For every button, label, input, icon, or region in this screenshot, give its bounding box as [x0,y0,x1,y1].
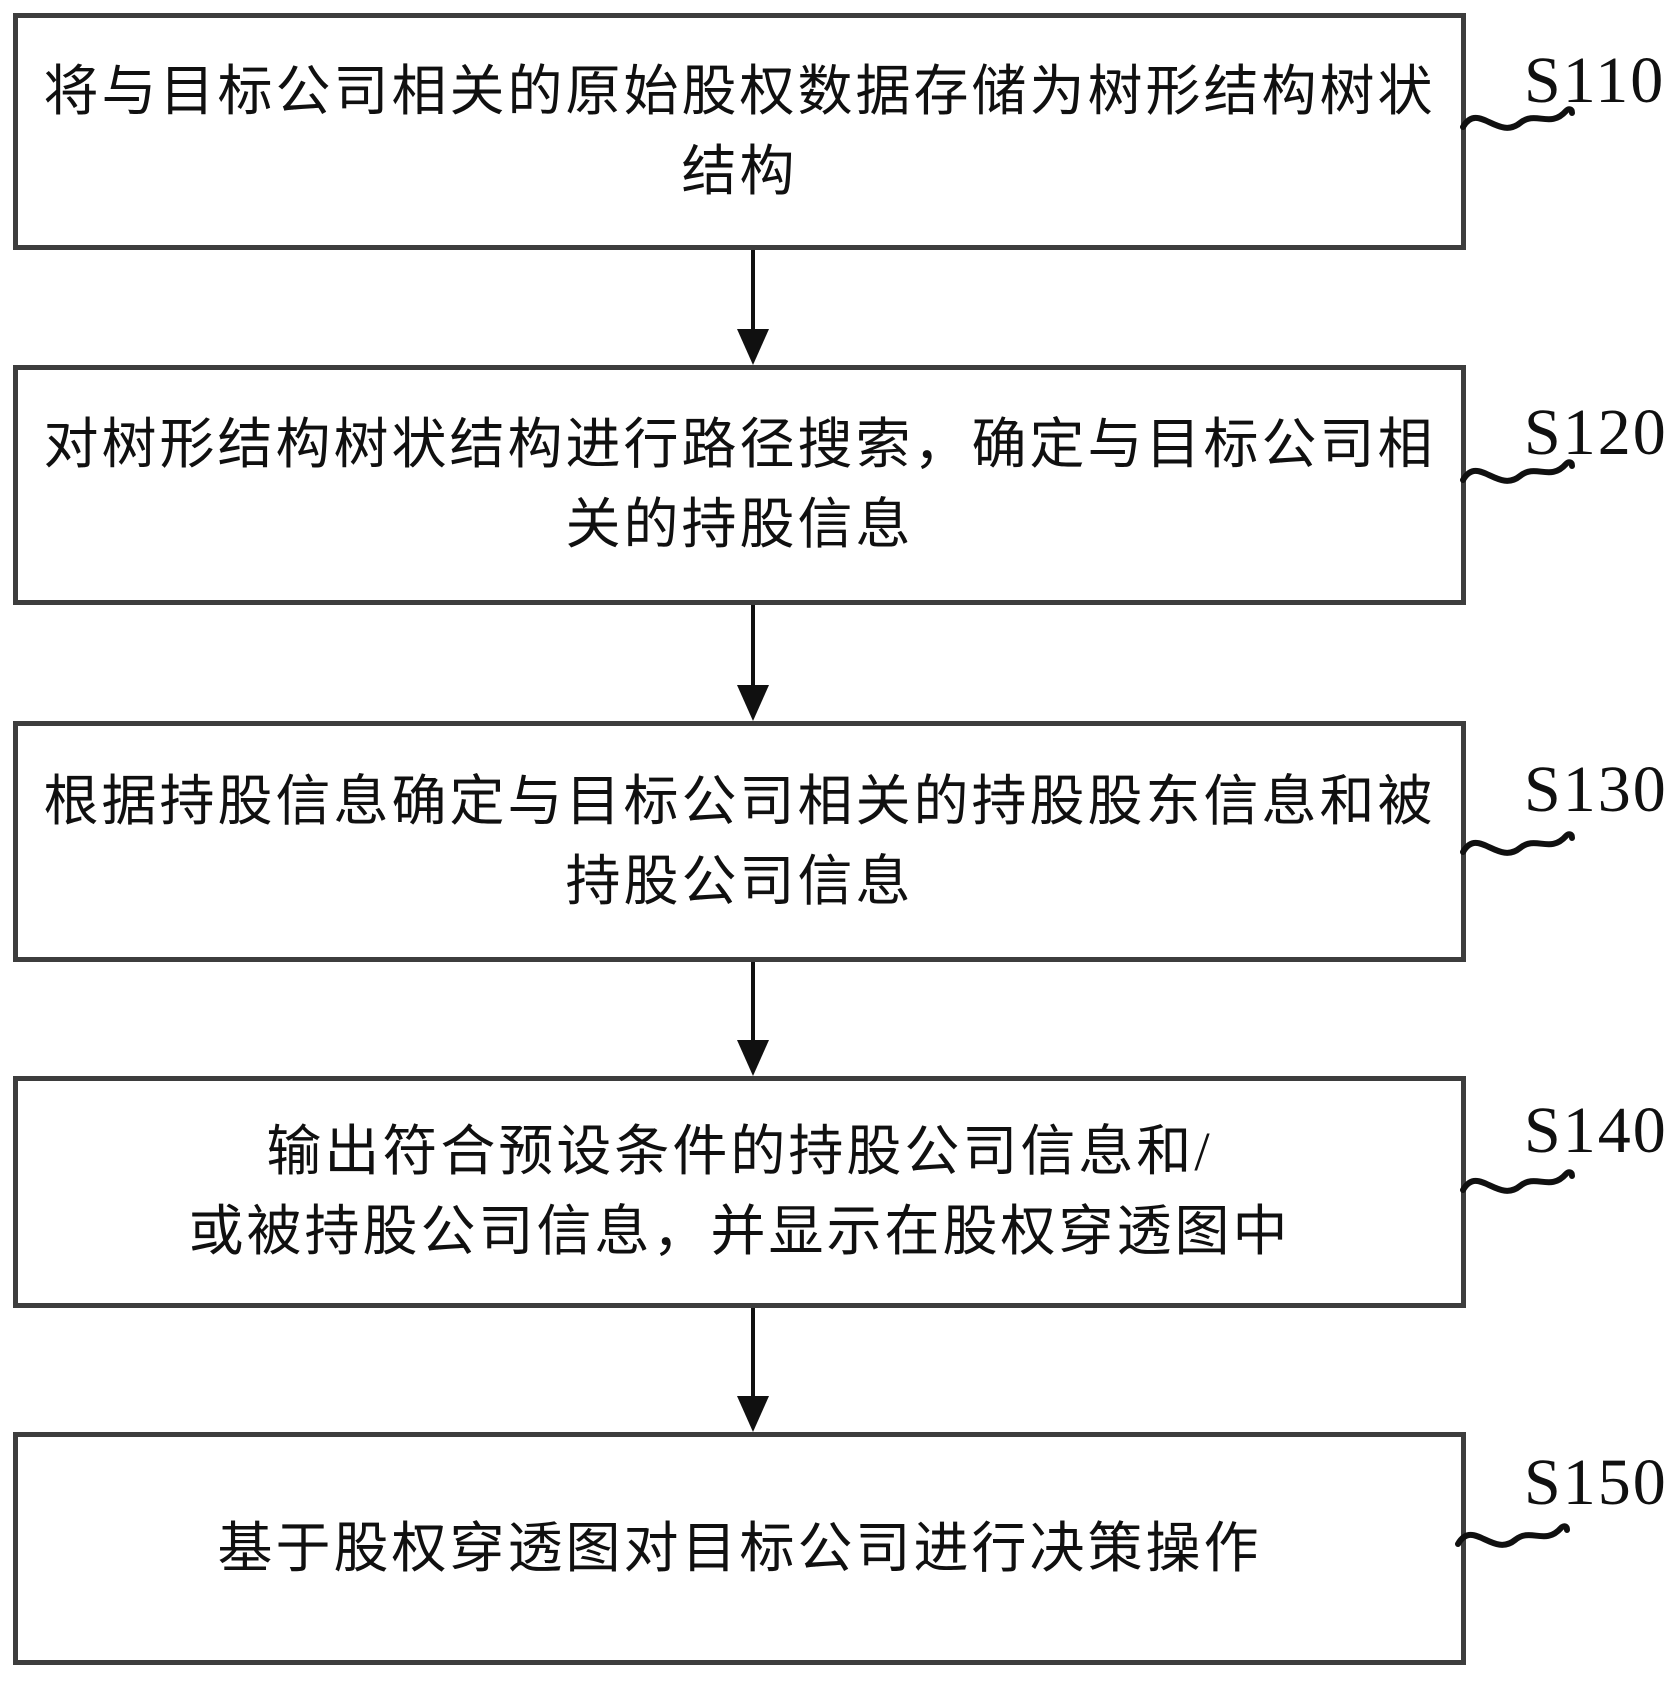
step-label-s110: S110 [1524,44,1666,117]
step-text-line: 输出符合预设条件的持股公司信息和/ [266,1121,1213,1182]
step-box-s150: 基于股权穿透图对目标公司进行决策操作 [13,1432,1466,1665]
flow-arrow-head [737,1040,769,1076]
step-box-s130: 根据持股信息确定与目标公司相关的持股股东信息和被 持股公司信息 [13,721,1466,962]
step-box-s140: 输出符合预设条件的持股公司信息和/ 或被持股公司信息，并显示在股权穿透图中 [13,1076,1466,1308]
flow-arrow-head [737,1396,769,1432]
flow-arrow-head [737,329,769,365]
flow-arrow-shaft [751,605,755,686]
tilde-connector-s140 [1460,1169,1575,1194]
tilde-connector-s150 [1455,1523,1570,1548]
step-text-line: 基于股权穿透图对目标公司进行决策操作 [217,1517,1262,1579]
step-label-s120: S120 [1524,396,1667,469]
step-text-line: 结构 [681,140,798,202]
step-label-s130: S130 [1524,753,1667,826]
flow-arrow-shaft [751,962,755,1041]
step-label-s140: S140 [1524,1094,1667,1167]
flow-arrow-shaft [751,1308,755,1397]
tilde-connector-s110 [1460,106,1575,131]
step-text-line: 根据持股信息确定与目标公司相关的持股股东信息和被 [43,770,1436,832]
step-label-s150: S150 [1524,1446,1667,1519]
flow-arrow-head [737,685,769,721]
step-text-line: 或被持股公司信息，并显示在股权穿透图中 [188,1201,1291,1262]
step-box-s110: 将与目标公司相关的原始股权数据存储为树形结构树状 结构 [13,13,1466,250]
flow-arrow-shaft [751,250,755,334]
step-text-line: 将与目标公司相关的原始股权数据存储为树形结构树状 [43,60,1436,122]
step-box-s120: 对树形结构树状结构进行路径搜索，确定与目标公司相 关的持股信息 [13,365,1466,605]
tilde-connector-s120 [1460,459,1575,484]
step-text-line: 关的持股信息 [565,494,914,555]
step-text-line: 持股公司信息 [565,850,914,912]
step-text-line: 对树形结构树状结构进行路径搜索，确定与目标公司相 [43,414,1436,475]
tilde-connector-s130 [1460,831,1575,856]
